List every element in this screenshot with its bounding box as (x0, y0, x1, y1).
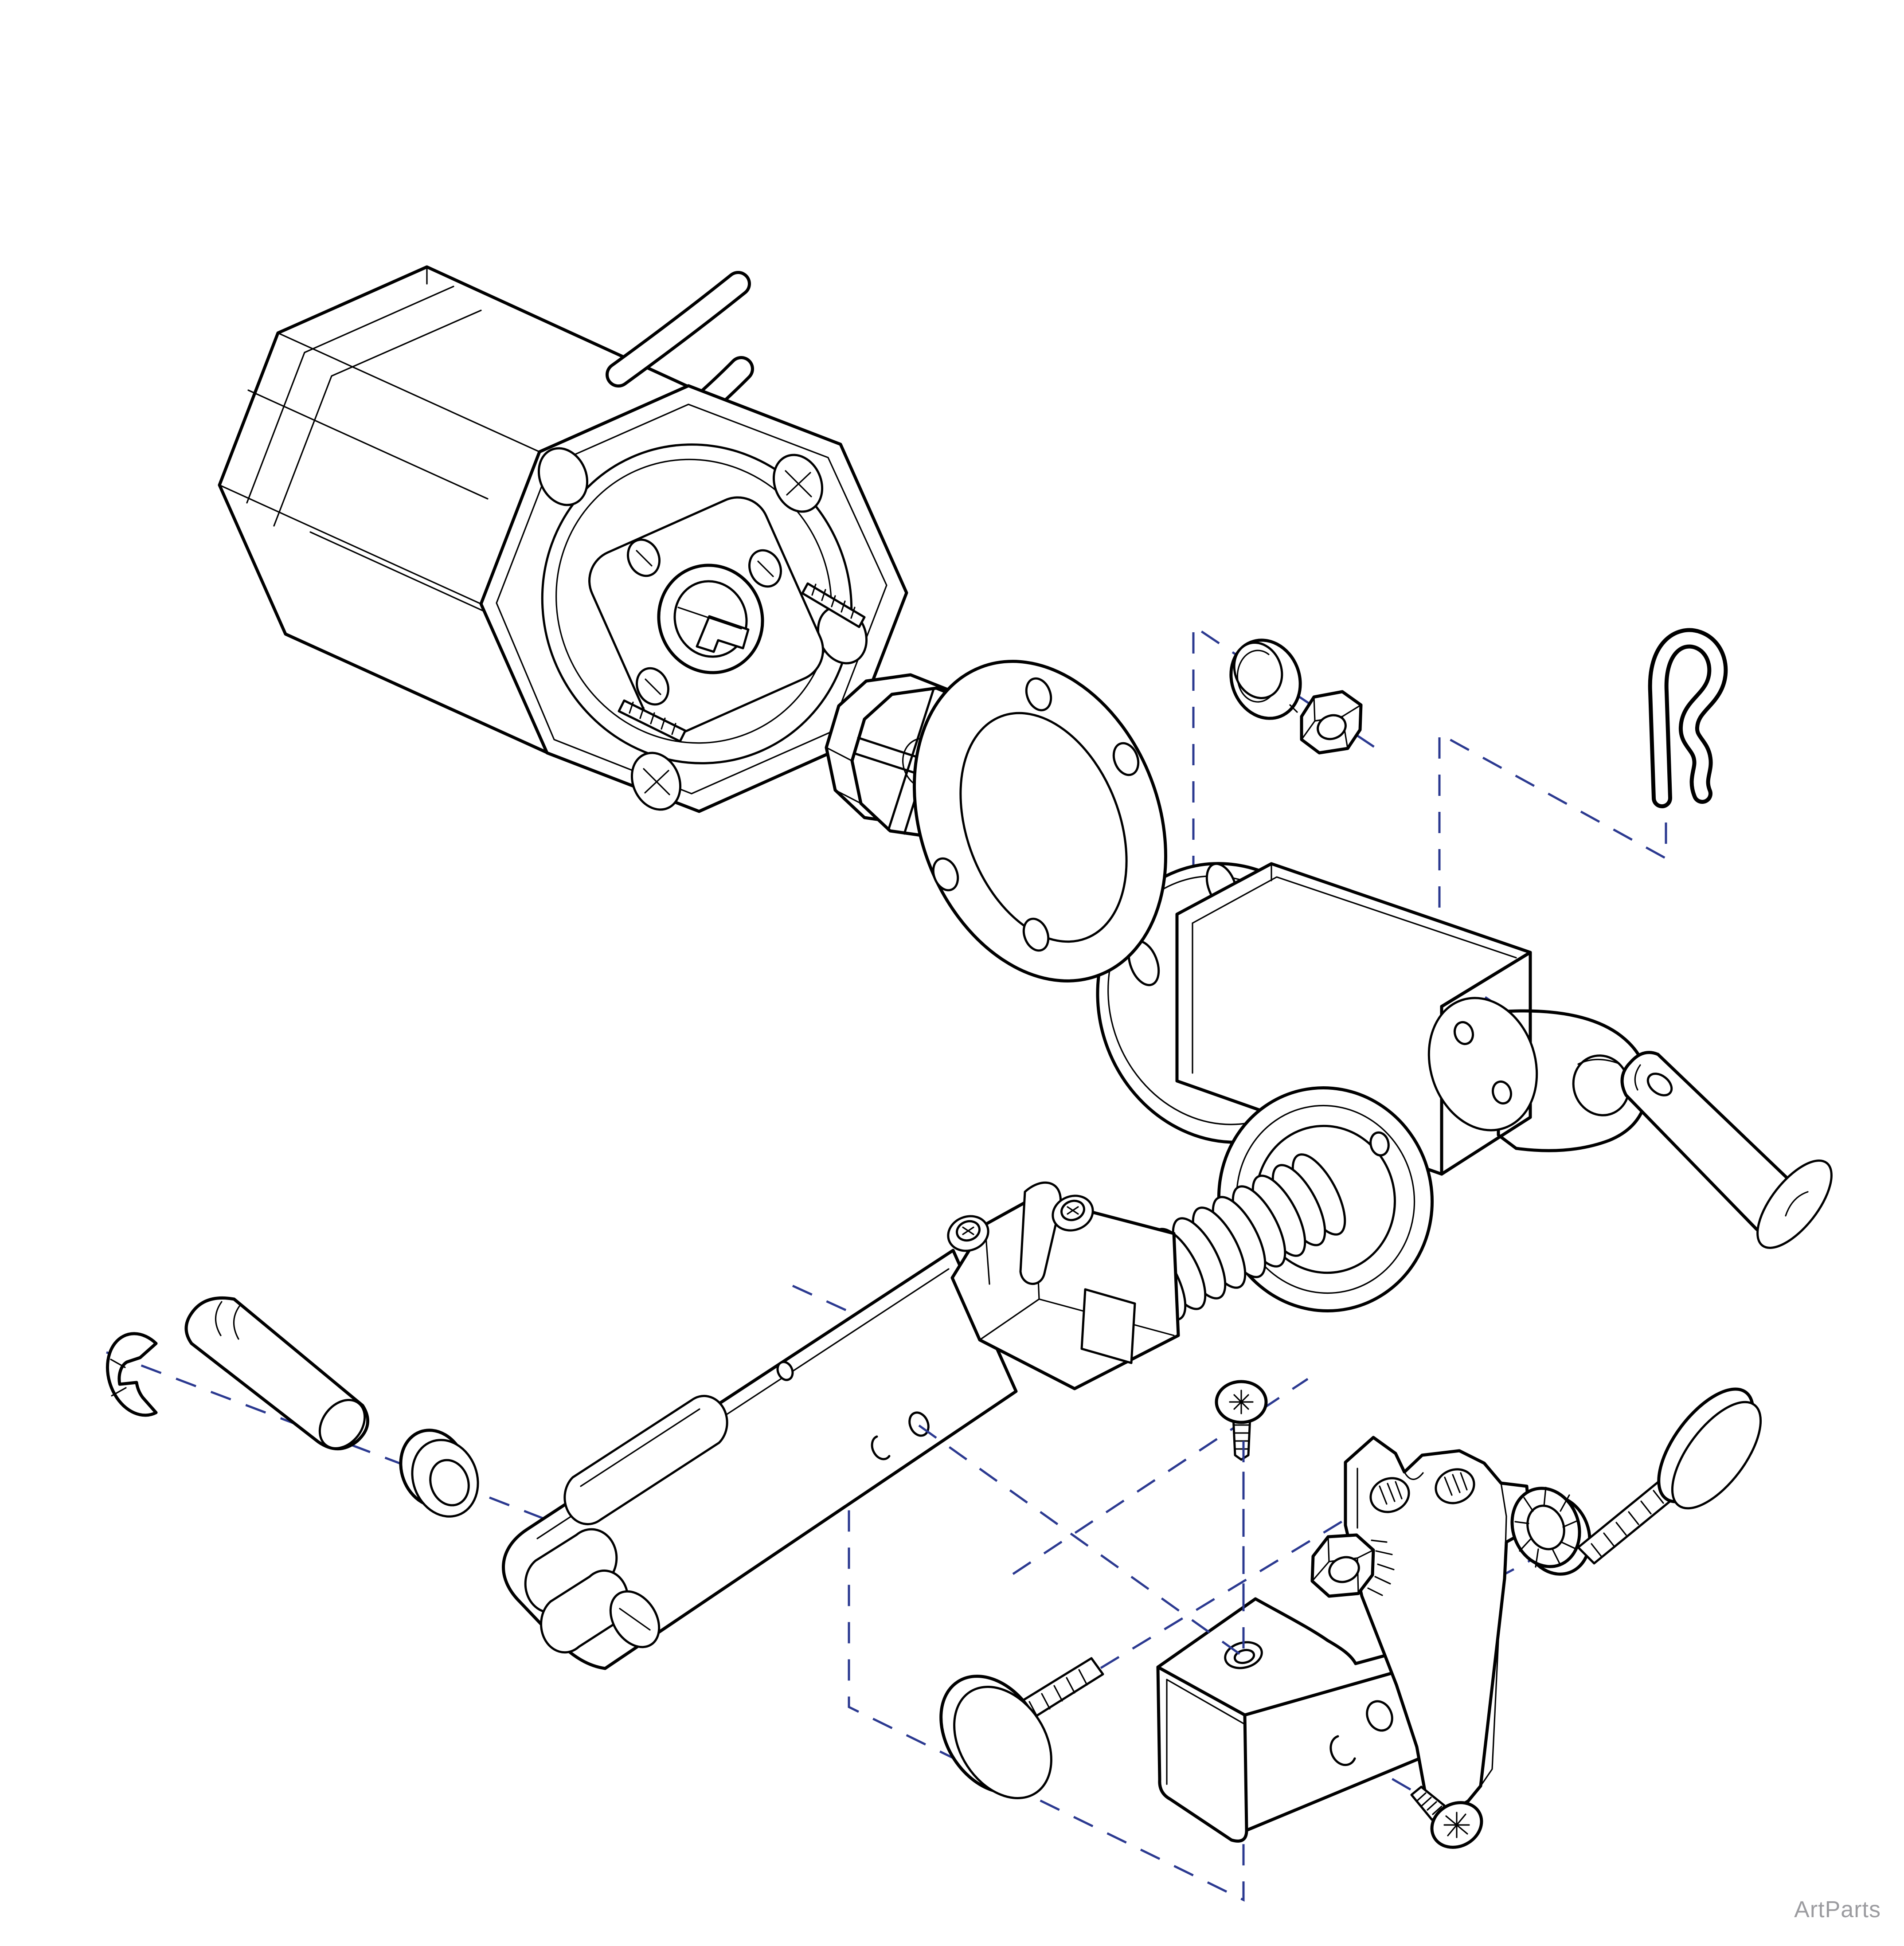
flange-nut (1300, 690, 1363, 755)
keps-nut (1310, 1533, 1395, 1598)
motor (218, 265, 908, 813)
carriage-bolt-front (939, 1657, 1104, 1799)
set-screw-1 (947, 1215, 989, 1252)
assembly-axes-front (918, 1424, 1245, 1657)
z-bracket (1156, 1597, 1426, 1843)
extension-tube (502, 1249, 1018, 1670)
plate-hole-1 (1369, 1477, 1410, 1513)
flange-screw (1229, 638, 1302, 720)
pan-screw-top (1215, 1380, 1268, 1461)
motor-stud-1 (801, 582, 866, 628)
carriage-bolt-rear (1577, 1387, 1762, 1565)
gasket (913, 660, 1167, 983)
watermark: ArtParts (1794, 1897, 1881, 1923)
drive-collar (947, 1181, 1180, 1390)
clevis-pin-long (1620, 1051, 1833, 1249)
hairpin-cotter-pin (1648, 628, 1728, 808)
pan-screw-bottom (1410, 1785, 1483, 1849)
plate-hole-2 (1435, 1468, 1475, 1504)
set-screw-2 (1052, 1194, 1094, 1232)
clevis-pin-short (184, 1296, 370, 1450)
flanged-bushing (399, 1429, 479, 1518)
gearbox-ear (1497, 1009, 1649, 1152)
rear-bracket-plate (1344, 1436, 1532, 1819)
tooth-lock-washer (1510, 1487, 1591, 1576)
motor-stud-2 (618, 699, 687, 743)
e-ring (106, 1332, 158, 1417)
